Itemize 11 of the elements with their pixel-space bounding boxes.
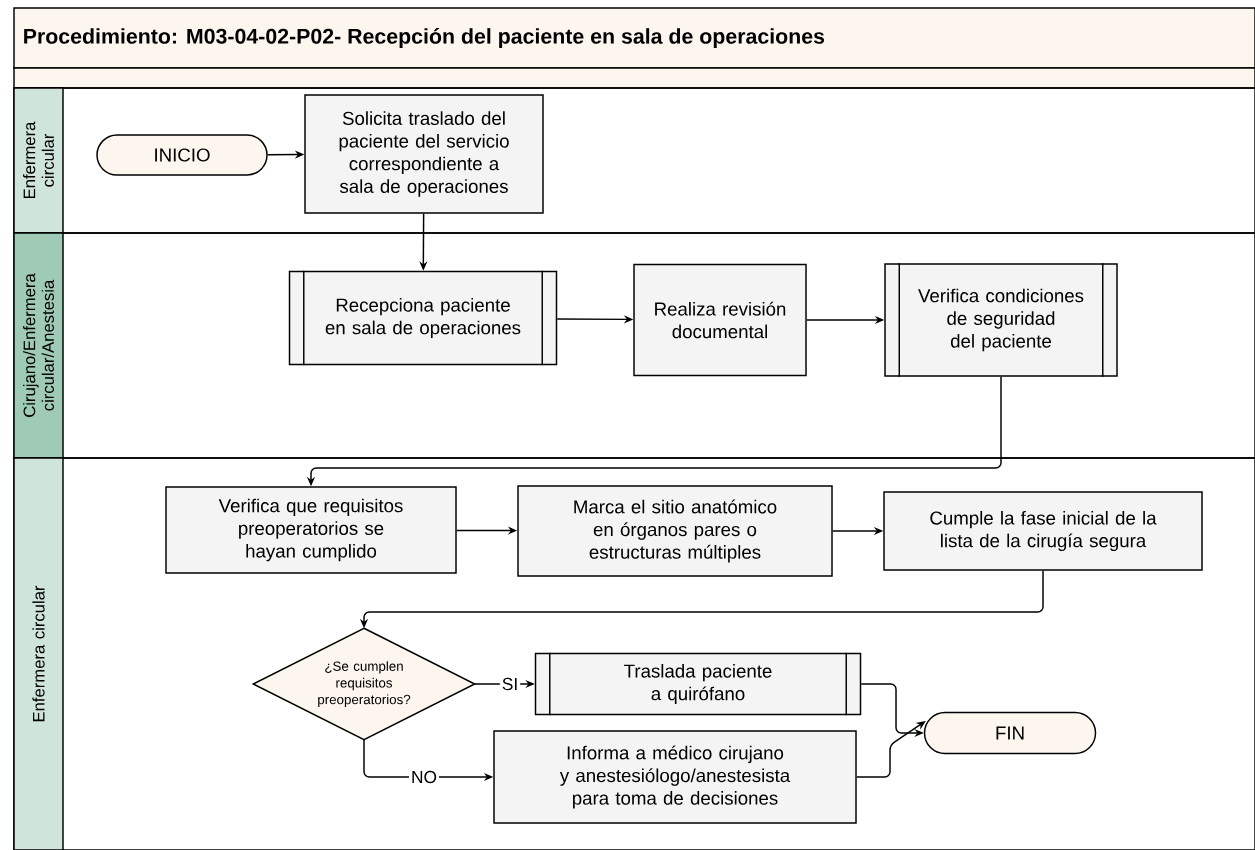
process-box: Verifica que requisitos preoperatorios se hayan cumplido xyxy=(165,486,457,574)
subprocess-box: Recepciona paciente en sala de operaciones xyxy=(288,270,558,366)
subprocess-box: Traslada paciente a quirófano xyxy=(534,652,862,716)
process-box: Realiza revisión documental xyxy=(633,263,807,377)
process-box: Solicita traslado del paciente del servicio correspondiente a sala de operaciones xyxy=(304,94,544,214)
process-box: Cumple la fase inicial de la lista de la cirugía segura xyxy=(883,491,1203,571)
subprocess-box: Verifica condiciones de seguridad del paciente xyxy=(884,262,1118,378)
edge-label: NO xyxy=(409,768,439,786)
process-box: Informa a médico cirujano y anestesiólogo/anestesista para toma de decisiones xyxy=(493,730,857,824)
process-box: Marca el sitio anatómico en órganos pares o estructuras múltiples xyxy=(517,485,833,577)
edge-label: SI xyxy=(499,675,521,693)
